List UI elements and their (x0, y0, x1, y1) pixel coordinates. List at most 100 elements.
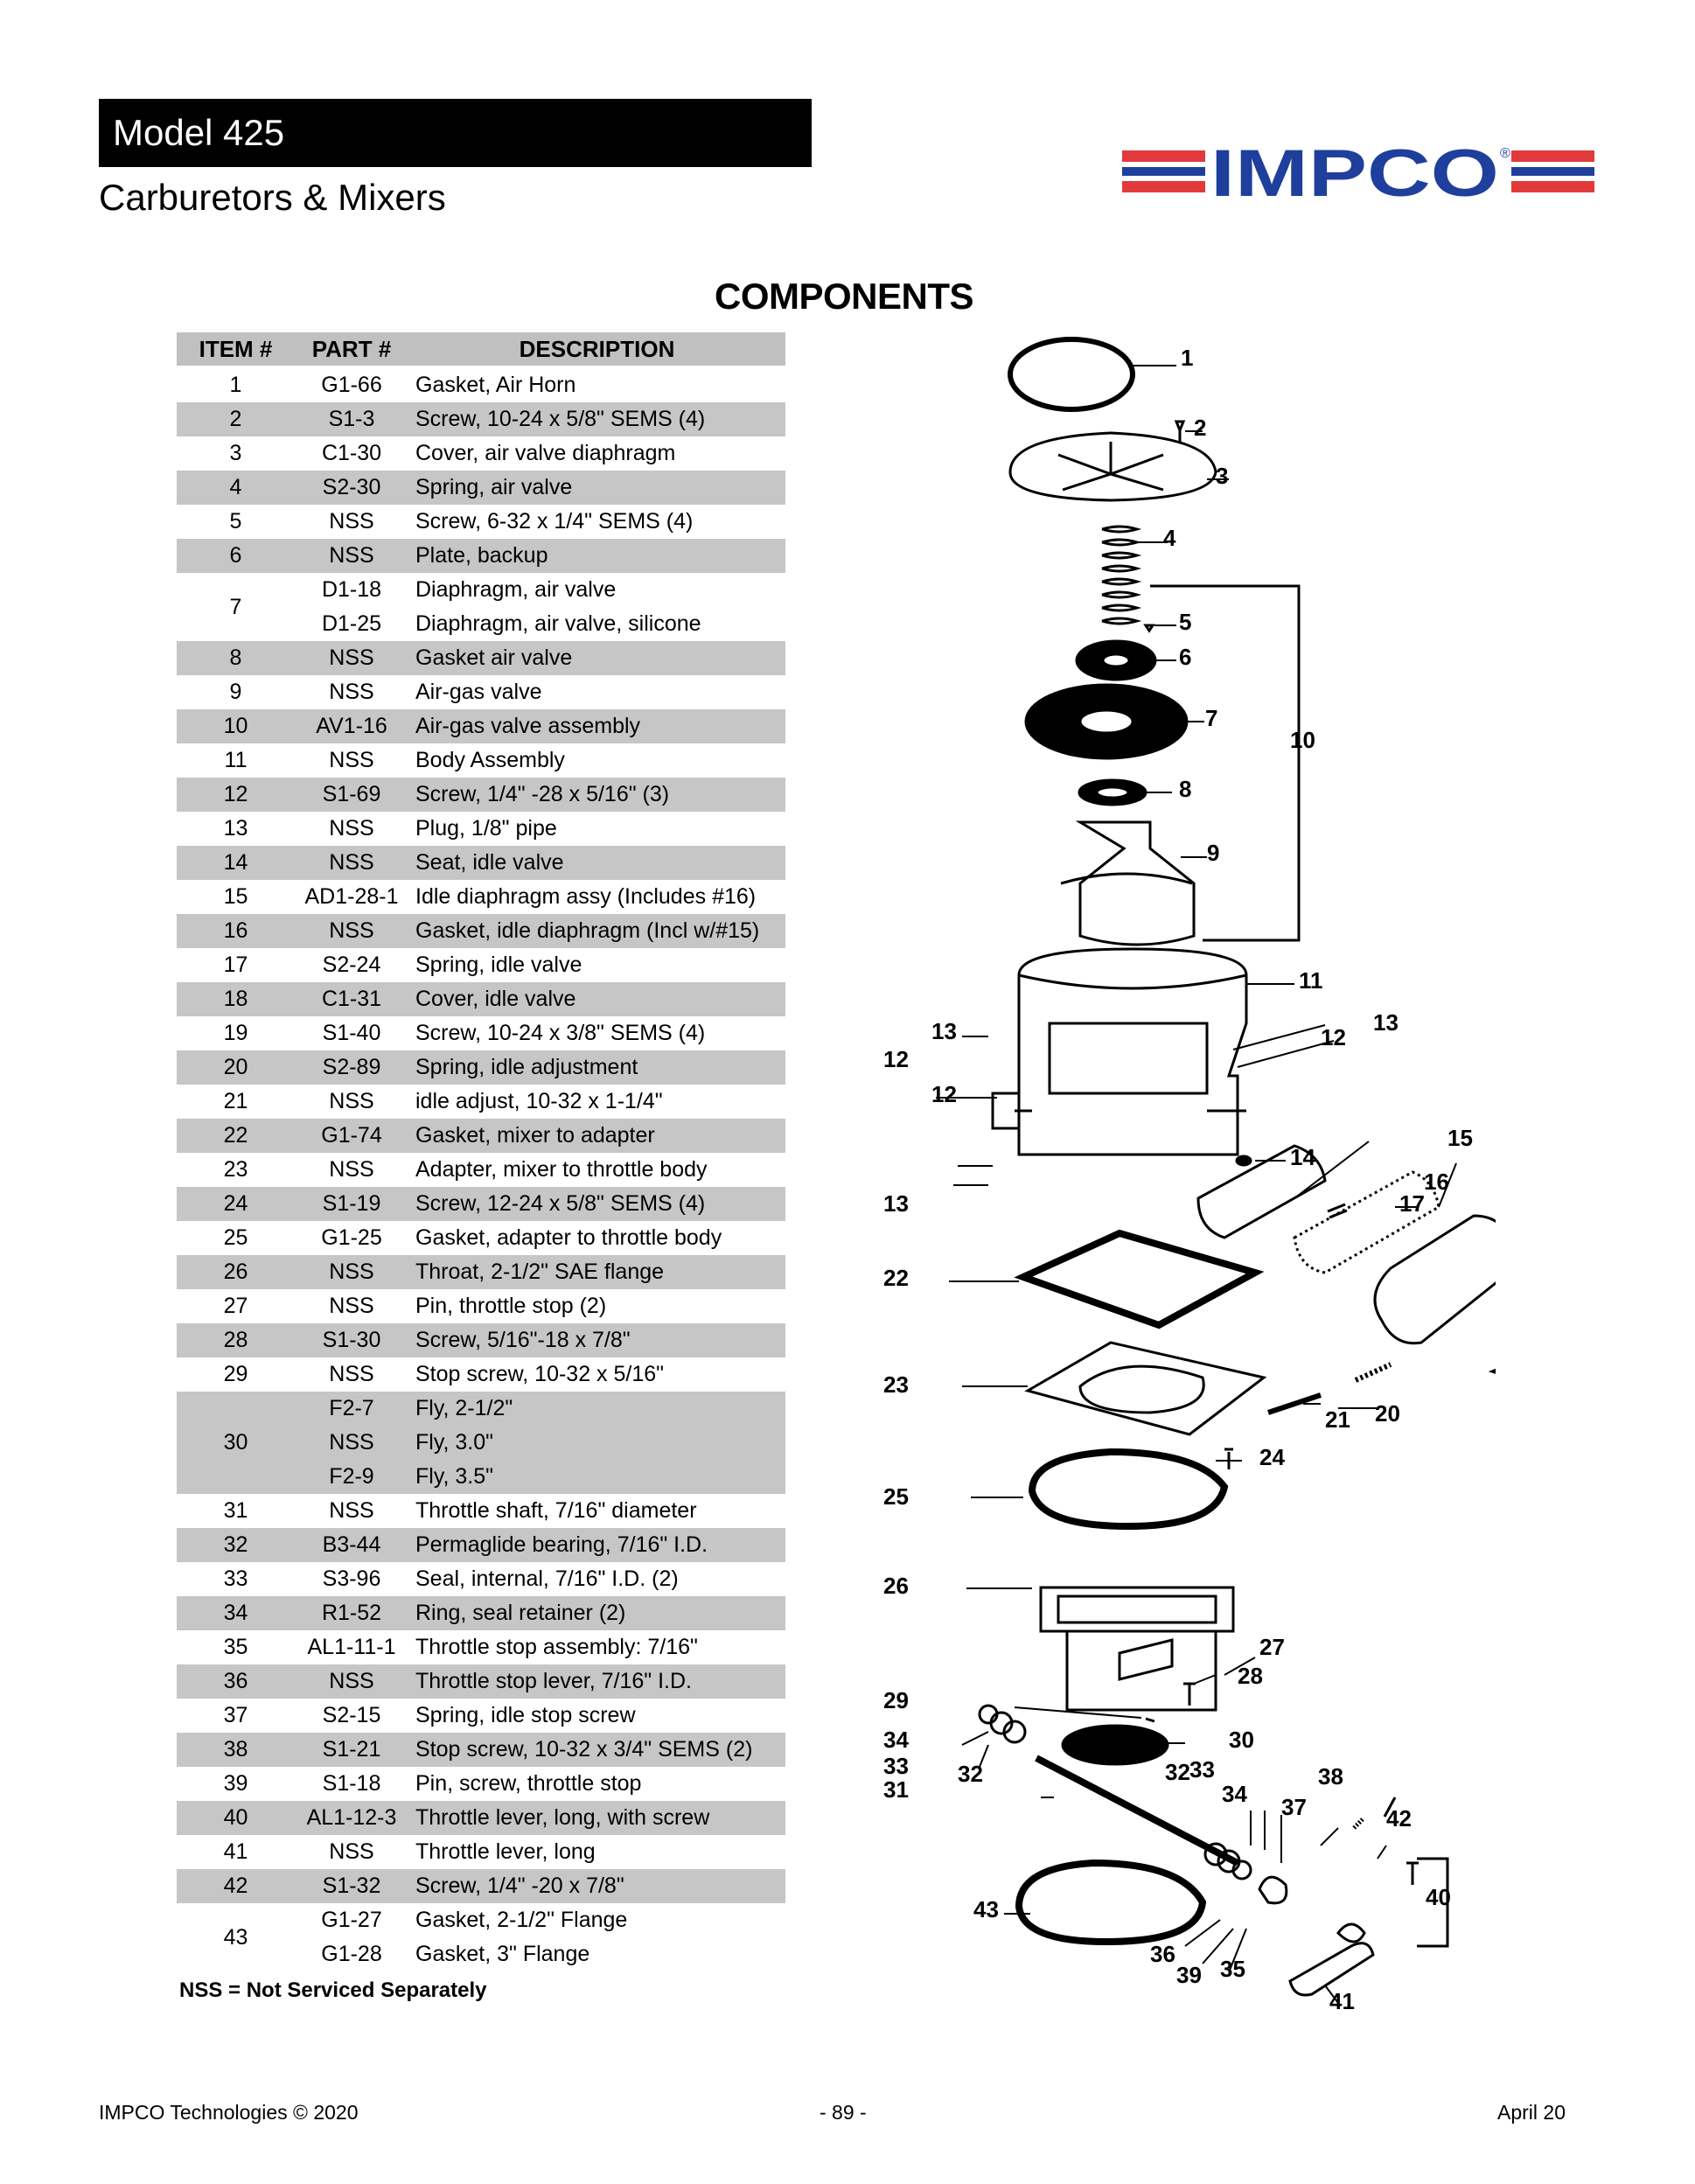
part-number: S2-89 (295, 1050, 408, 1085)
callout-label: 8 (1179, 776, 1191, 802)
callout-label: 32 (1165, 1759, 1190, 1785)
part-description: Plug, 1/8" pipe (415, 816, 557, 841)
item-number: 16 (177, 914, 295, 948)
part-description: Plate, backup (408, 539, 785, 573)
part-description: Ring, seal retainer (2) (408, 1596, 785, 1630)
part-description: Permaglide bearing, 7/16" I.D. (408, 1528, 785, 1562)
header-description: DESCRIPTION (408, 332, 785, 368)
item-number: 19 (223, 1021, 248, 1045)
logo-mark: ® (1500, 146, 1510, 161)
callout-label: 13 (1373, 1009, 1399, 1036)
part-number: G1-28 (321, 1942, 382, 1966)
item-number: 8 (177, 641, 295, 675)
part-description: Fly, 3.5" (408, 1460, 785, 1494)
item-number: 14 (177, 846, 295, 880)
part-number: S2-30 (295, 471, 408, 505)
part-23-adapter (1024, 1341, 1267, 1436)
part-description: Cover, air valve diaphragm (415, 441, 676, 465)
part-description: Fly, 3.0" (408, 1426, 785, 1460)
logo-text: IMPCO (1210, 140, 1499, 203)
part-number: S3-96 (322, 1566, 381, 1591)
part-description: Gasket, Air Horn (415, 373, 576, 397)
part-description: Spring, idle valve (415, 952, 582, 977)
callout-label: 4 (1163, 525, 1176, 551)
part-description: Fly, 2-1/2" (408, 1392, 785, 1426)
part-26-throat (1039, 1586, 1235, 1712)
part-number: AL1-12-3 (295, 1801, 408, 1835)
header-part: PART # (295, 332, 408, 368)
item-number: 1 (229, 373, 242, 397)
part-1-gasket (1008, 337, 1135, 412)
callout-label: 41 (1329, 1988, 1355, 2014)
part-number: NSS (329, 509, 374, 534)
callout-label: 12 (931, 1081, 957, 1107)
part-number: NSS (295, 846, 408, 880)
callout-label: 40 (1426, 1884, 1451, 1910)
item-number: 24 (177, 1187, 295, 1221)
part-38-screw (1383, 1797, 1397, 1818)
part-42-screw (1406, 1861, 1419, 1885)
item-number: 29 (223, 1362, 248, 1386)
part-36-stop-lever (1258, 1875, 1288, 1905)
item-number: 10 (177, 709, 295, 743)
part-description: Throttle stop assembly: 7/16" (415, 1635, 698, 1659)
part-number: S1-32 (295, 1869, 408, 1903)
part-description: Gasket, 2-1/2" Flange (415, 1908, 628, 1932)
part-number: NSS (295, 641, 408, 675)
callout-label: 14 (1290, 1144, 1315, 1170)
part-22-gasket (1014, 1229, 1265, 1329)
part-37-spring (1352, 1818, 1364, 1830)
part-number: NSS (295, 1664, 408, 1699)
item-number: 20 (177, 1050, 295, 1085)
callout-label: 24 (1259, 1444, 1285, 1470)
callout-label: 43 (973, 1896, 999, 1922)
item-number: 12 (177, 778, 295, 812)
part-description: Adapter, mixer to throttle body (415, 1157, 708, 1182)
item-number: 30 (177, 1392, 295, 1494)
part-description: Screw, 10-24 x 3/8" SEMS (4) (415, 1021, 706, 1045)
part-40-bracket (1417, 1857, 1449, 1948)
item-number: 31 (223, 1498, 248, 1523)
callout-label: 36 (1150, 1941, 1175, 1967)
item-number: 21 (223, 1089, 248, 1113)
parts-table-header: ITEM # PART # DESCRIPTION (177, 332, 785, 368)
part-number: D1-18 (321, 577, 382, 602)
item-number: 5 (229, 509, 242, 534)
callout-label: 16 (1424, 1169, 1449, 1195)
footer-page-number: - 89 - (820, 2101, 867, 2124)
part-number: AV1-16 (295, 709, 408, 743)
part-number: NSS (329, 680, 374, 704)
callout-label: 38 (1318, 1763, 1343, 1790)
callout-label: 29 (883, 1687, 909, 1713)
item-number: 43 (223, 1924, 248, 1950)
part-15-diaphragm-assy (1196, 1144, 1327, 1239)
part-description: Cover, idle valve (408, 982, 785, 1016)
part-number: C1-31 (295, 982, 408, 1016)
callout-label: 33 (883, 1753, 909, 1779)
callout-label: 1 (1181, 345, 1193, 371)
part-description: Throttle shaft, 7/16" diameter (415, 1498, 697, 1523)
part-29-screw (1145, 1717, 1155, 1723)
part-11-body (1017, 947, 1248, 1156)
components-heading: COMPONENTS (714, 276, 974, 317)
callout-label: 22 (883, 1265, 909, 1291)
callout-label: 32 (958, 1761, 983, 1787)
part-description: Spring, idle adjustment (408, 1050, 785, 1085)
part-description: Screw, 1/4" -20 x 7/8" (408, 1869, 785, 1903)
part-number: NSS (295, 1426, 408, 1460)
part-2-screw (1174, 420, 1186, 443)
